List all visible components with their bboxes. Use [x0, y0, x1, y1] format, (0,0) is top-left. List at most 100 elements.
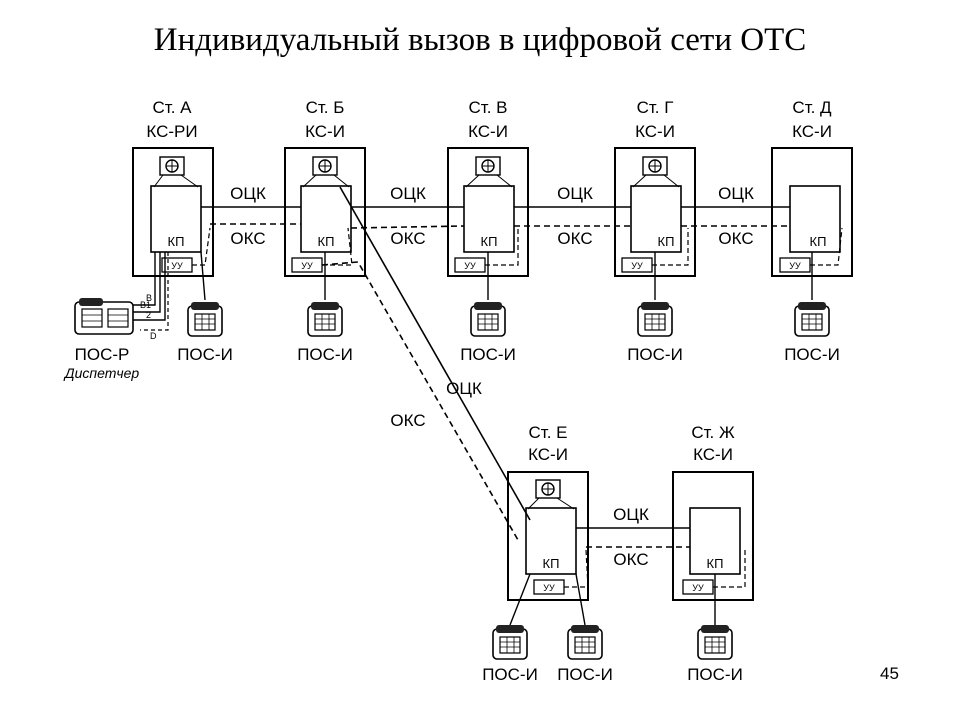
page-number: 45 — [880, 664, 899, 683]
dispatcher-console-icon — [74, 298, 134, 335]
terminal-label-v: ПОС-И — [460, 345, 516, 364]
terminal-label-d: ПОС-И — [784, 345, 840, 364]
station-e-type: КС-И — [528, 445, 568, 464]
station-a-box — [132, 147, 214, 277]
terminal-label-zh: ПОС-И — [687, 665, 743, 684]
station-e-box — [507, 471, 589, 601]
internal-dashed-lines — [192, 227, 843, 588]
station-a-kp-label: КП — [168, 234, 185, 249]
phone-zh-icon — [697, 624, 733, 660]
oks-links — [210, 223, 790, 548]
station-b-type: КС-И — [305, 122, 345, 141]
station-v-switch-icon — [475, 156, 501, 176]
wire-label-b: B — [146, 293, 152, 303]
station-g-type: КС-И — [635, 122, 675, 141]
label-ock-b-e: ОЦК — [446, 379, 482, 398]
station-v-uu: УУ — [454, 257, 486, 273]
station-a-uu: УУ — [161, 257, 193, 273]
phone-a-icon — [187, 301, 223, 337]
station-a-switch-icon — [159, 156, 185, 176]
station-v-kp-label: КП — [481, 234, 498, 249]
terminal-label-e1: ПОС-И — [482, 665, 538, 684]
station-v-type: КС-И — [468, 122, 508, 141]
label-ock-g-d: ОЦК — [718, 184, 754, 203]
subscriber-wires — [130, 251, 813, 626]
station-zh-uu-label: УУ — [692, 583, 704, 593]
station-zh-kp-label: КП — [707, 556, 724, 571]
station-zh-box — [672, 471, 754, 601]
label-oks-g-d: ОКС — [718, 229, 753, 248]
wire-label-d: D — [150, 331, 157, 341]
station-g-switch-icon — [642, 156, 668, 176]
station-b-uu: УУ — [291, 257, 323, 273]
station-zh-type: КС-И — [693, 445, 733, 464]
station-b-kp — [300, 185, 352, 253]
station-zh-name: Ст. Ж — [691, 423, 735, 442]
station-v-name: Ст. В — [469, 98, 508, 117]
station-a-uu-label: УУ — [171, 261, 183, 271]
phone-b-icon — [307, 301, 343, 337]
station-g-kp-label: КП — [658, 234, 675, 249]
phone-v-icon — [470, 301, 506, 337]
station-a-name: Ст. А — [153, 98, 193, 117]
station-d-type: КС-И — [792, 122, 832, 141]
station-g-header: Ст. Г КС-И — [635, 98, 675, 141]
station-e-uu-label: УУ — [543, 583, 555, 593]
station-e-switch-icon — [535, 479, 561, 499]
station-e-uu: УУ — [533, 579, 565, 595]
switch-fan-lines — [153, 174, 680, 510]
station-b-kp-label: КП — [318, 234, 335, 249]
station-v-header: Ст. В КС-И — [468, 98, 508, 141]
station-d-kp-label: КП — [810, 234, 827, 249]
label-ock-v-g: ОЦК — [557, 184, 593, 203]
station-d-header: Ст. Д КС-И — [792, 98, 832, 141]
oks-link-b-e — [321, 261, 519, 541]
terminal-label-e2: ПОС-И — [557, 665, 613, 684]
station-d-uu: УУ — [779, 257, 811, 273]
station-d-kp — [789, 185, 841, 253]
label-oks-v-g: ОКС — [557, 229, 592, 248]
station-b-header: Ст. Б КС-И — [305, 98, 345, 141]
phone-g-icon — [637, 301, 673, 337]
label-ock-e-zh: ОЦК — [613, 505, 649, 524]
phone-e1-icon — [492, 624, 528, 660]
terminal-label-a: ПОС-И — [177, 345, 233, 364]
station-g-uu-label: УУ — [631, 261, 643, 271]
terminal-label-b: ПОС-И — [297, 345, 353, 364]
station-zh-header: Ст. Ж КС-И — [691, 423, 735, 464]
station-d-name: Ст. Д — [792, 98, 832, 117]
label-ock-a-b: ОЦК — [230, 184, 266, 203]
station-b-switch-icon — [312, 156, 338, 176]
label-oks-a-b: ОКС — [230, 229, 265, 248]
phone-d-icon — [794, 301, 830, 337]
label-ock-b-v: ОЦК — [390, 184, 426, 203]
station-zh-uu: УУ — [682, 579, 714, 595]
station-e-kp-label: КП — [543, 556, 560, 571]
station-e-kp — [525, 507, 577, 575]
terminal-label-g: ПОС-И — [627, 345, 683, 364]
station-d-uu-label: УУ — [789, 261, 801, 271]
station-v-kp — [463, 185, 515, 253]
label-oks-e-zh: ОКС — [613, 550, 648, 569]
station-a-kp — [150, 185, 202, 253]
ock-link-b-e — [339, 186, 531, 521]
station-a-type: КС-РИ — [146, 122, 197, 141]
label-oks-b-e: ОКС — [390, 411, 425, 430]
wire-label-b2: 2 — [146, 310, 151, 320]
terminal-label-pos-r: ПОС-Р — [75, 345, 130, 364]
station-e-header: Ст. Е КС-И — [528, 423, 568, 464]
station-v-uu-label: УУ — [464, 261, 476, 271]
station-a-header: Ст. А КС-РИ — [146, 98, 197, 141]
station-b-uu-label: УУ — [301, 261, 313, 271]
phone-e2-icon — [567, 624, 603, 660]
ock-links — [201, 206, 790, 529]
page-title: Индивидуальный вызов в цифровой сети ОТС — [153, 22, 807, 58]
label-oks-b-v: ОКС — [390, 229, 425, 248]
station-e-name: Ст. Е — [529, 423, 568, 442]
dispatcher-label: Диспетчер — [63, 365, 140, 381]
wire-label-b1: B1 — [140, 300, 151, 310]
station-b-name: Ст. Б — [306, 98, 345, 117]
station-g-name: Ст. Г — [637, 98, 674, 117]
station-g-uu: УУ — [621, 257, 653, 273]
